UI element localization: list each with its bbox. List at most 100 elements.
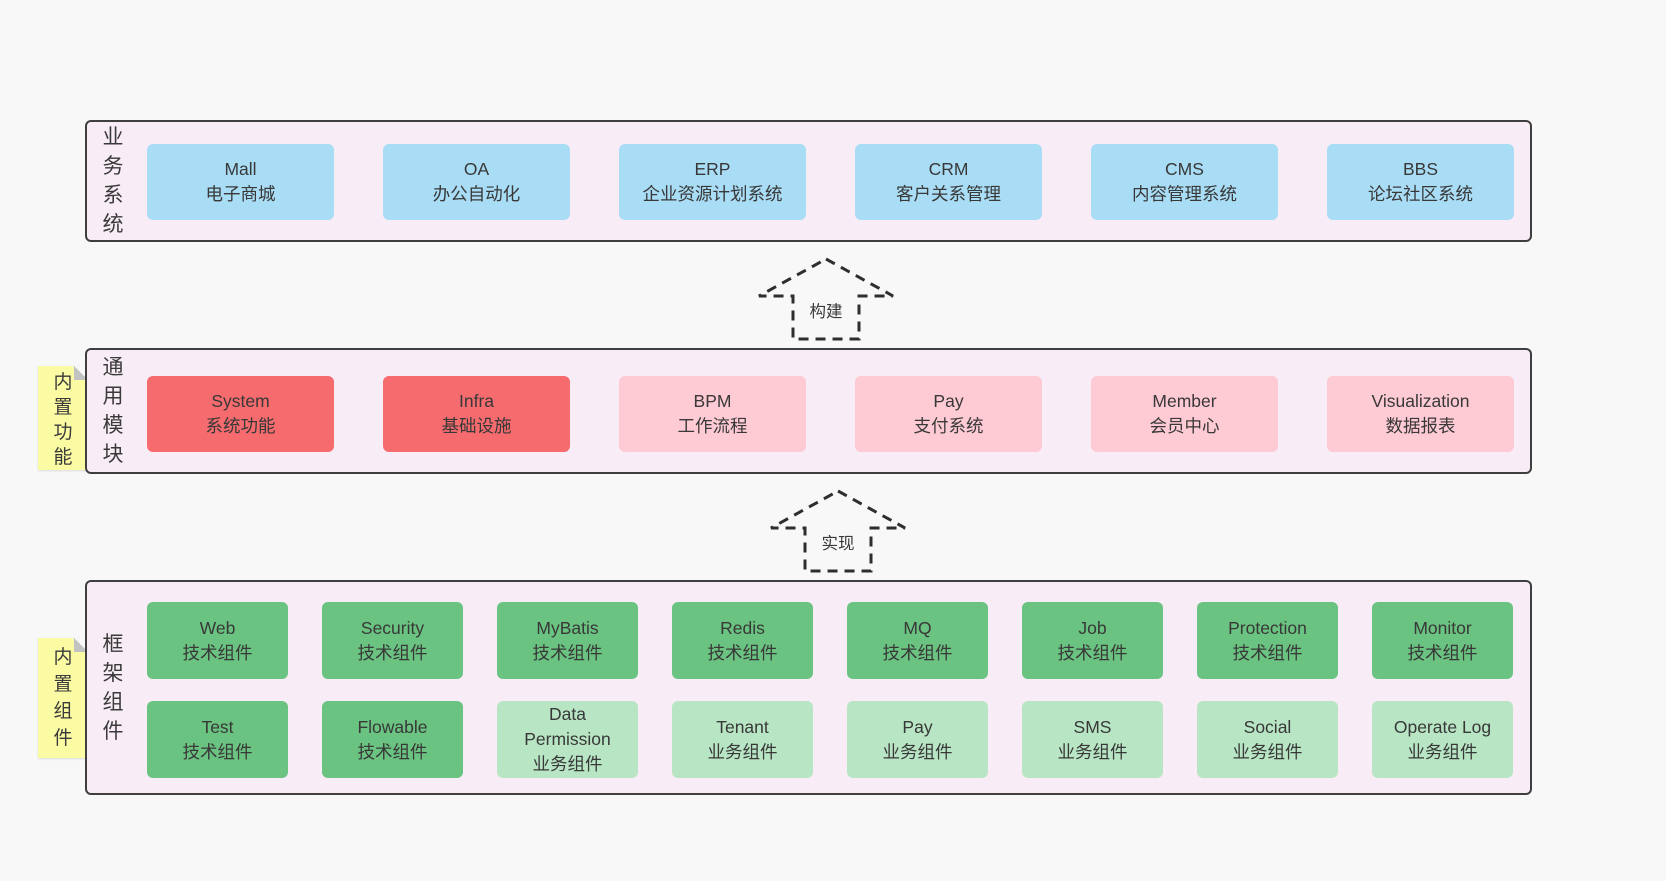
panel-label-wrap: 业务系统 <box>99 122 127 240</box>
panel-title: 业务系统 <box>102 126 124 236</box>
implement-arrow: 实现 <box>768 488 908 574</box>
node-bpm: BPM 工作流程 <box>619 376 806 452</box>
framework-components-panel: 框架组件 Web 技术组件 Security 技术组件 MyBatis 技术组件… <box>85 580 1532 795</box>
node-operate-log: Operate Log 业务组件 <box>1372 701 1513 778</box>
node-title: Web <box>199 617 236 638</box>
node-subtitle: 办公自动化 <box>432 184 521 204</box>
node-subtitle: 业务组件 <box>1057 741 1128 762</box>
node-pay-component: Pay 业务组件 <box>847 701 988 778</box>
node-title: CMS <box>1165 159 1204 179</box>
node-system: System 系统功能 <box>147 376 334 452</box>
node-subtitle: 技术组件 <box>357 642 428 663</box>
node-subtitle: 业务组件 <box>532 754 603 774</box>
node-title: ERP <box>694 159 731 179</box>
node-tenant: Tenant 业务组件 <box>672 701 813 778</box>
node-title: BBS <box>1402 159 1439 179</box>
node-oa: OA 办公自动化 <box>383 144 570 220</box>
node-monitor: Monitor 技术组件 <box>1372 602 1513 679</box>
node-mybatis: MyBatis 技术组件 <box>497 602 638 679</box>
node-social: Social 业务组件 <box>1197 701 1338 778</box>
node-visualization: Visualization 数据报表 <box>1327 376 1514 452</box>
node-web: Web 技术组件 <box>147 602 288 679</box>
node-data-permission: Data Permission 业务组件 <box>497 701 638 778</box>
node-title: Visualization <box>1371 391 1470 411</box>
node-title: Pay <box>902 716 933 737</box>
node-subtitle: 技术组件 <box>1057 642 1128 663</box>
node-title: Social <box>1243 716 1292 737</box>
node-title: Monitor <box>1413 617 1472 638</box>
common-modules-panel: 通用模块 System 系统功能 Infra 基础设施 BPM 工作流程 Pay… <box>85 348 1532 474</box>
node-title: Infra <box>458 391 495 411</box>
node-title: Protection <box>1228 617 1307 638</box>
node-title: OA <box>463 159 490 179</box>
node-subtitle: 技术组件 <box>1232 642 1303 663</box>
panel-label-wrap: 通用模块 <box>99 350 127 472</box>
node-title: Flowable <box>357 716 428 737</box>
node-title: Test <box>201 716 234 737</box>
node-subtitle: 会员中心 <box>1149 416 1220 436</box>
node-subtitle: 工作流程 <box>677 416 748 436</box>
sticky-note-text: 内置功能 <box>53 372 73 468</box>
node-subtitle: 企业资源计划系统 <box>642 184 783 204</box>
sticky-note-builtin-features: 内置功能 <box>38 366 88 470</box>
dashed-up-arrow-icon <box>770 489 906 573</box>
node-protection: Protection 技术组件 <box>1197 602 1338 679</box>
node-subtitle: 数据报表 <box>1385 416 1456 436</box>
node-subtitle: 业务组件 <box>707 741 778 762</box>
node-flowable: Flowable 技术组件 <box>322 701 463 778</box>
node-subtitle: 系统功能 <box>205 416 276 436</box>
node-title: Job <box>1078 617 1107 638</box>
build-arrow: 构建 <box>756 256 896 342</box>
node-subtitle: 业务组件 <box>1232 741 1303 762</box>
node-security: Security 技术组件 <box>322 602 463 679</box>
node-title: SMS <box>1073 716 1112 737</box>
node-infra: Infra 基础设施 <box>383 376 570 452</box>
node-subtitle: 技术组件 <box>182 642 253 663</box>
node-subtitle: 业务组件 <box>1407 741 1478 762</box>
node-title: Data Permission <box>524 704 611 749</box>
node-subtitle: 技术组件 <box>532 642 603 663</box>
node-subtitle: 基础设施 <box>441 416 512 436</box>
node-mall: Mall 电子商城 <box>147 144 334 220</box>
folded-corner-icon <box>74 366 88 380</box>
node-title: BPM <box>693 391 732 411</box>
sticky-note-builtin-components: 内置组件 <box>38 638 88 758</box>
node-title: Tenant <box>716 716 769 737</box>
node-cms: CMS 内容管理系统 <box>1091 144 1278 220</box>
panel-title: 框架组件 <box>102 632 124 743</box>
node-title: MyBatis <box>536 617 599 638</box>
node-subtitle: 技术组件 <box>357 741 428 762</box>
node-member: Member 会员中心 <box>1091 376 1278 452</box>
node-redis: Redis 技术组件 <box>672 602 813 679</box>
node-subtitle: 论坛社区系统 <box>1368 184 1473 204</box>
node-title: Member <box>1152 391 1217 411</box>
node-subtitle: 技术组件 <box>882 642 953 663</box>
panel-label-wrap: 框架组件 <box>99 582 127 793</box>
node-title: MQ <box>903 617 932 638</box>
node-subtitle: 技术组件 <box>707 642 778 663</box>
node-title: Redis <box>720 617 765 638</box>
node-subtitle: 支付系统 <box>913 416 984 436</box>
sticky-note-text: 内置组件 <box>53 647 73 749</box>
business-systems-panel: 业务系统 Mall 电子商城 OA 办公自动化 ERP 企业资源计划系统 CRM… <box>85 120 1532 242</box>
node-subtitle: 业务组件 <box>882 741 953 762</box>
node-subtitle: 内容管理系统 <box>1132 184 1237 204</box>
node-title: Mall <box>224 159 257 179</box>
node-mq: MQ 技术组件 <box>847 602 988 679</box>
node-sms: SMS 业务组件 <box>1022 701 1163 778</box>
node-job: Job 技术组件 <box>1022 602 1163 679</box>
node-crm: CRM 客户关系管理 <box>855 144 1042 220</box>
node-subtitle: 客户关系管理 <box>896 184 1001 204</box>
node-title: Operate Log <box>1393 716 1492 737</box>
node-title: Pay <box>933 391 964 411</box>
node-erp: ERP 企业资源计划系统 <box>619 144 806 220</box>
node-subtitle: 技术组件 <box>182 741 253 762</box>
node-title: System <box>211 391 270 411</box>
arrow-label: 实现 <box>818 530 858 554</box>
node-title: CRM <box>928 159 969 179</box>
node-title: Security <box>360 617 425 638</box>
node-subtitle: 电子商城 <box>205 184 276 204</box>
node-pay-system: Pay 支付系统 <box>855 376 1042 452</box>
node-test: Test 技术组件 <box>147 701 288 778</box>
